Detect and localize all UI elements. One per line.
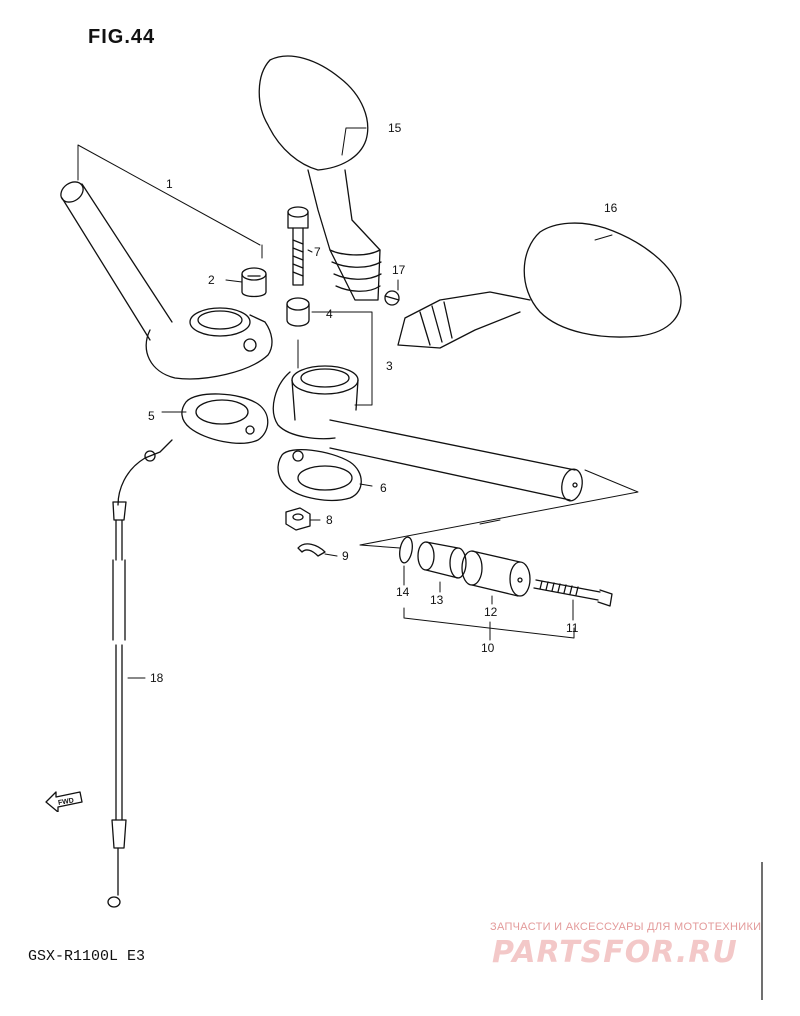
- callout-17: 17: [392, 263, 406, 277]
- callout-15: 15: [388, 121, 402, 135]
- callout-12: 12: [484, 605, 498, 619]
- part-handlebar-3: [272, 365, 583, 502]
- part-cable-18: [107, 439, 173, 908]
- callout-7: 7: [314, 245, 321, 259]
- watermark-logo: PARTSFOR.RU: [492, 935, 738, 970]
- part-holder-6: [277, 449, 362, 501]
- part-cap-2: [241, 267, 267, 298]
- part-handlebar-1: [60, 181, 273, 380]
- callout-18: 18: [150, 671, 164, 685]
- part-weight-12: [461, 550, 531, 597]
- fwd-label: FWD: [58, 797, 75, 807]
- callout-9: 9: [342, 549, 349, 563]
- part-screw-17: [384, 290, 400, 306]
- watermark-text: ЗАПЧАСТИ И АКСЕССУАРЫ ДЛЯ МОТОТЕХНИКИ: [490, 921, 762, 933]
- part-mirror-15: [258, 55, 382, 301]
- model-code: GSX-R1100L E3: [28, 948, 146, 965]
- callout-13: 13: [430, 593, 444, 607]
- callout-labels: 1 2 3 4 5 6 7 8 9 10 11 12 13 14 15 16 1…: [148, 121, 618, 685]
- part-bolt-7: [287, 206, 309, 286]
- callout-2: 2: [208, 273, 215, 287]
- callout-3: 3: [386, 359, 393, 373]
- forward-arrow-icon: FWD: [44, 788, 84, 817]
- callout-14: 14: [396, 585, 410, 599]
- callout-11: 11: [566, 621, 579, 635]
- figure-title: FIG.44: [88, 26, 156, 48]
- callout-4: 4: [326, 307, 333, 321]
- part-screw-11: [533, 579, 613, 607]
- callout-1: 1: [166, 177, 173, 191]
- leader-lines: [77, 127, 639, 679]
- callout-6: 6: [380, 481, 387, 495]
- part-washer-14: [399, 536, 413, 564]
- part-weight-13: [417, 541, 467, 579]
- part-mirror-16: [397, 222, 682, 349]
- callout-8: 8: [326, 513, 333, 527]
- part-nut-8: [285, 507, 311, 531]
- callout-16: 16: [604, 201, 618, 215]
- part-spacer-4: [286, 297, 310, 327]
- part-holder-5: [181, 393, 269, 444]
- callout-5: 5: [148, 409, 155, 423]
- callout-10: 10: [481, 641, 495, 655]
- part-clip-9: [297, 543, 326, 557]
